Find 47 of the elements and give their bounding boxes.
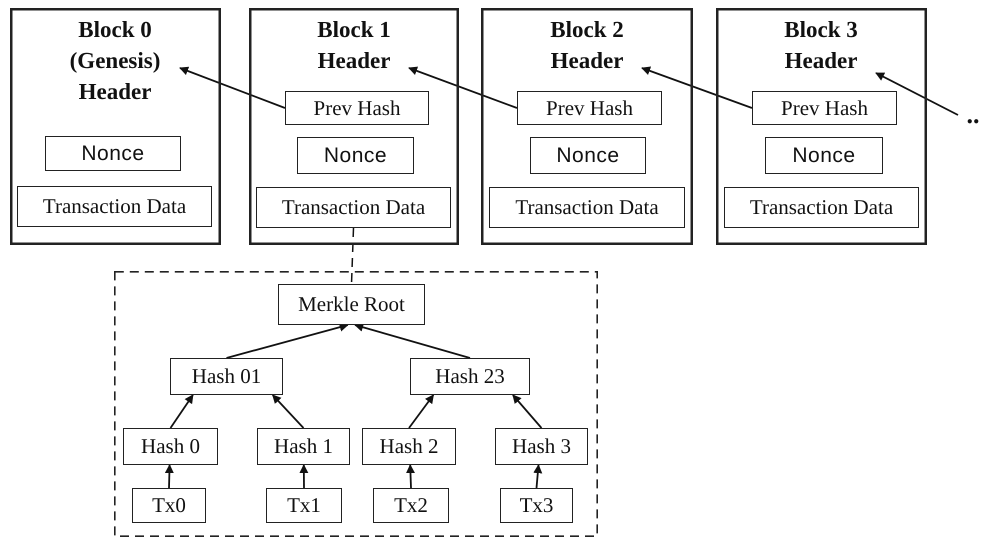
hash-box: Prev Hash	[517, 91, 662, 125]
arrow	[354, 322, 470, 359]
hash-box: Hash 1	[257, 428, 350, 465]
arrow	[641, 66, 752, 109]
transaction-box: Tx1	[266, 488, 342, 523]
nonce-box: Nonce	[765, 137, 883, 174]
transaction-box: Tx2	[373, 488, 449, 523]
block-box	[249, 8, 459, 245]
block-box	[10, 8, 221, 245]
arrow	[875, 72, 958, 116]
hash-box: Prev Hash	[285, 91, 429, 125]
dashed-group-box	[114, 271, 598, 537]
block-title: Block 2 Header	[532, 14, 642, 76]
arrow	[299, 464, 308, 488]
ellipsis-mark: ..	[958, 100, 988, 130]
nonce-box: Nonce	[530, 137, 646, 174]
arrow	[512, 394, 542, 429]
arrow	[408, 66, 518, 109]
arrow	[170, 394, 194, 428]
transaction-box: Tx3	[500, 488, 573, 523]
hash-box: Hash 3	[495, 428, 588, 465]
block-box	[716, 8, 927, 245]
block-title: Block 3 Header	[766, 14, 876, 76]
hash-box: Hash 01	[170, 358, 283, 395]
block-title: Block 1 Header	[299, 14, 409, 76]
data-box: Transaction Data	[17, 186, 212, 227]
nonce-box: Nonce	[297, 137, 414, 174]
dashed-line	[350, 228, 354, 284]
transaction-box: Tx0	[132, 488, 206, 523]
arrow	[533, 464, 542, 488]
hash-box: Hash 0	[123, 428, 218, 465]
arrow	[226, 322, 349, 359]
data-box: Transaction Data	[724, 187, 919, 228]
nonce-box: Nonce	[45, 136, 181, 171]
block-title: Block 0 (Genesis) Header	[50, 14, 180, 107]
data-box: Transaction Data	[256, 187, 451, 228]
arrow	[272, 394, 304, 429]
block-box	[481, 8, 693, 245]
arrow	[179, 66, 286, 109]
arrow	[408, 394, 434, 429]
hash-box: Hash 2	[362, 428, 456, 465]
hash-box: Hash 23	[410, 358, 530, 395]
arrow	[164, 464, 174, 488]
arrow	[406, 464, 415, 488]
hash-box: Prev Hash	[752, 91, 897, 125]
data-box: Transaction Data	[489, 187, 685, 228]
root-box: Merkle Root	[278, 284, 425, 325]
